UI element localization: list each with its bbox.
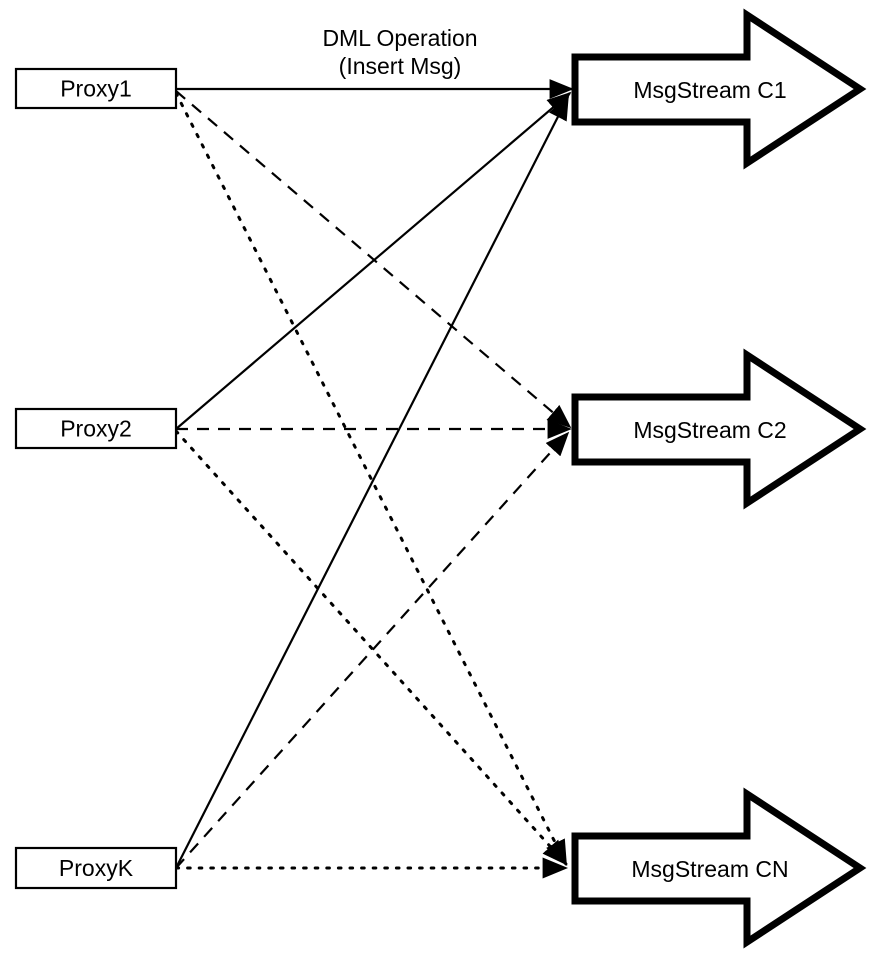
msgstream-node-cn[interactable]: MsgStream CN xyxy=(571,787,867,949)
edge-caption-dml-operation: DML Operation (Insert Msg) xyxy=(322,25,477,79)
edge-proxy1-to-msgstream-cn[interactable] xyxy=(174,91,568,866)
msgstream-node-c1[interactable]: MsgStream C1 xyxy=(571,8,867,170)
edge-proxy1-to-msgstream-c2[interactable] xyxy=(175,90,572,429)
edge-proxyk-to-msgstream-c1[interactable] xyxy=(175,95,569,869)
proxy-box-proxy1[interactable] xyxy=(14,67,178,110)
proxy-label-proxy1: Proxy1 xyxy=(60,76,132,102)
edge-proxy2-to-msgstream-cn[interactable] xyxy=(174,429,568,866)
proxy-box-proxy2[interactable] xyxy=(14,407,178,450)
proxy-label-proxy2: Proxy2 xyxy=(60,416,132,442)
msgstream-label-cn: MsgStream CN xyxy=(631,856,788,882)
msgstream-label-c2: MsgStream C2 xyxy=(633,417,786,443)
edge-group-proxyk xyxy=(174,95,570,879)
block-arrow-icon-cn[interactable] xyxy=(571,787,867,949)
edge-caption-line-2: (Insert Msg) xyxy=(339,53,462,79)
edge-caption-line-1: DML Operation xyxy=(322,25,477,51)
edge-proxy2-to-msgstream-c1[interactable] xyxy=(175,91,572,430)
proxy-label-proxyk: ProxyK xyxy=(59,855,134,881)
edge-group-proxy1 xyxy=(174,79,574,866)
proxy-node-proxy2[interactable]: Proxy2 xyxy=(14,407,178,450)
edge-proxyk-to-msgstream-c2[interactable] xyxy=(175,431,570,869)
msgstream-node-c2[interactable]: MsgStream C2 xyxy=(571,348,867,510)
msgstream-label-c1: MsgStream C1 xyxy=(633,77,786,103)
proxy-node-proxy1[interactable]: Proxy1 xyxy=(14,67,178,110)
proxy-box-proxyk[interactable] xyxy=(14,846,178,890)
block-arrow-icon-c2[interactable] xyxy=(571,348,867,510)
proxy-node-proxyk[interactable]: ProxyK xyxy=(14,846,178,890)
block-arrow-icon-c1[interactable] xyxy=(571,8,867,170)
edge-group-proxy2 xyxy=(174,91,572,866)
